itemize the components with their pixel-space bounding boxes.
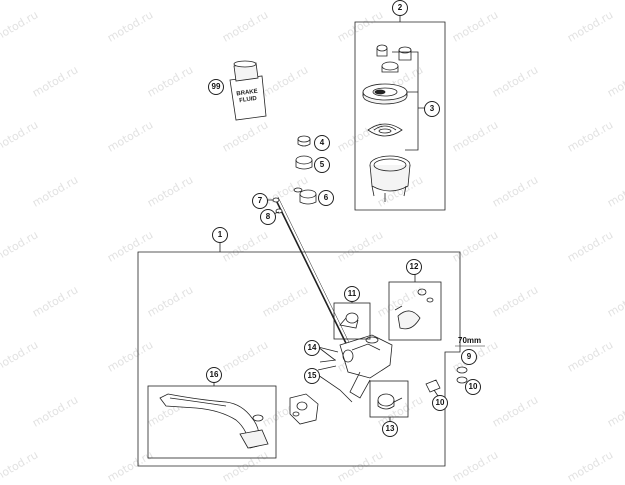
callout-15[interactable]: 15 bbox=[304, 368, 320, 384]
adjuster-parts bbox=[289, 393, 319, 425]
callout-5[interactable]: 5 bbox=[314, 157, 330, 173]
callout-10a[interactable]: 10 bbox=[432, 395, 448, 411]
callout-14[interactable]: 14 bbox=[304, 340, 320, 356]
callout-11[interactable]: 11 bbox=[344, 286, 360, 302]
reservoir-assembly-frame bbox=[354, 21, 446, 211]
lever-pivot-parts bbox=[239, 414, 269, 449]
callout-7[interactable]: 7 bbox=[252, 193, 268, 209]
callout-99[interactable]: 99 bbox=[208, 79, 224, 95]
callout-3[interactable]: 3 bbox=[424, 101, 440, 117]
reservoir-body bbox=[369, 155, 411, 202]
piston-parts bbox=[339, 312, 359, 329]
callout-6[interactable]: 6 bbox=[318, 190, 334, 206]
banjo-parts bbox=[425, 366, 468, 393]
master-cylinder-assembly-frame bbox=[137, 251, 461, 467]
bottle-label: BRAKE FLUID bbox=[236, 89, 259, 106]
callout-13[interactable]: 13 bbox=[382, 421, 398, 437]
inset-13-parts bbox=[377, 393, 403, 410]
part-5-seal bbox=[295, 155, 313, 170]
part-6-bushing bbox=[293, 187, 317, 205]
inset-12-parts bbox=[394, 288, 434, 330]
brake-fluid-bottle bbox=[229, 60, 267, 121]
callout-8[interactable]: 8 bbox=[260, 209, 276, 225]
inset-16-frame bbox=[147, 385, 277, 459]
callout-16[interactable]: 16 bbox=[206, 367, 222, 383]
callout-10b[interactable]: 10 bbox=[465, 379, 481, 395]
leader-14 bbox=[317, 346, 339, 361]
part-4-cap bbox=[297, 135, 311, 147]
exploded-parts-diagram bbox=[137, 12, 485, 467]
inset-12-frame bbox=[388, 281, 442, 341]
leader-15 bbox=[317, 374, 353, 403]
reservoir-gasket bbox=[367, 123, 403, 137]
master-cylinder-body bbox=[317, 334, 393, 399]
reservoir-cap-parts bbox=[376, 44, 412, 73]
callout-9[interactable]: 9 bbox=[461, 349, 477, 365]
callout-1[interactable]: 1 bbox=[212, 227, 228, 243]
callout-4[interactable]: 4 bbox=[314, 135, 330, 151]
reservoir-diaphragm bbox=[362, 83, 408, 105]
callout-2[interactable]: 2 bbox=[392, 0, 408, 16]
dimension-label: 70mm bbox=[458, 336, 482, 345]
callout-12[interactable]: 12 bbox=[406, 259, 422, 275]
inset-13-frame bbox=[369, 380, 409, 418]
